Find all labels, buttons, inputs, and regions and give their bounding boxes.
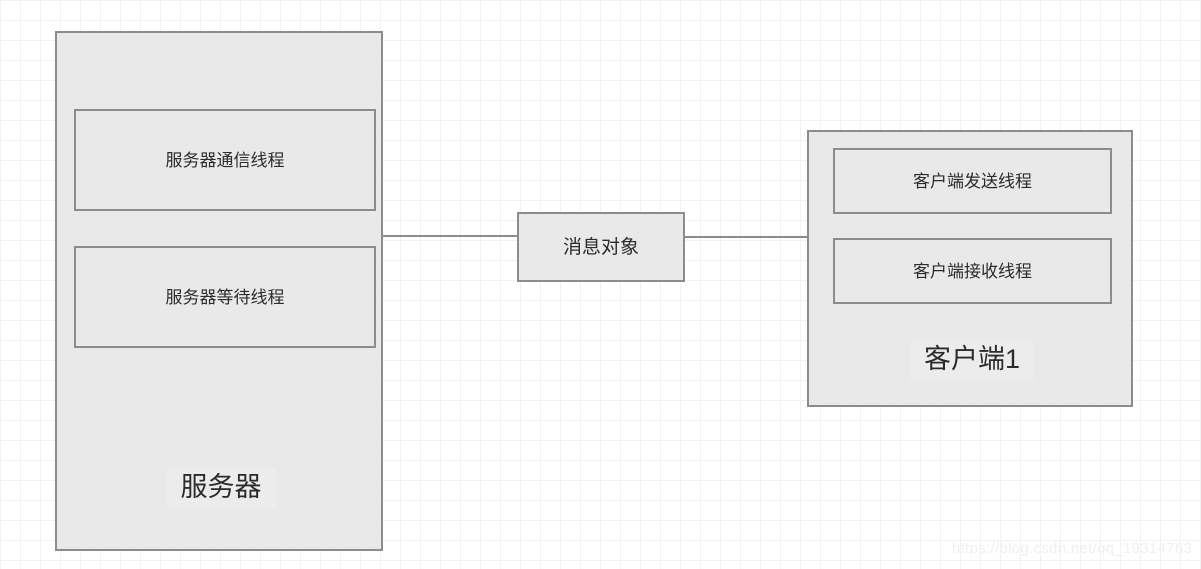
client-thread-box-2[interactable]: 客户端接收线程 bbox=[833, 238, 1112, 304]
edge-message-to-client bbox=[685, 236, 808, 238]
server-title: 服务器 bbox=[166, 467, 276, 509]
server-thread-label-1: 服务器通信线程 bbox=[165, 150, 285, 170]
server-thread-box-2[interactable]: 服务器等待线程 bbox=[74, 246, 376, 348]
message-object-node[interactable]: 消息对象 bbox=[517, 212, 685, 282]
watermark-text: https://blog.csdn.net/qq_19314763 bbox=[952, 540, 1193, 557]
client-thread-box-1[interactable]: 客户端发送线程 bbox=[833, 148, 1112, 214]
client-thread-label-2: 客户端接收线程 bbox=[913, 261, 1032, 281]
client-title-wrap: 客户端1 bbox=[809, 332, 1135, 388]
message-object-label: 消息对象 bbox=[562, 236, 639, 258]
server-node[interactable]: 服务器通信线程 服务器等待线程 服务器 bbox=[55, 31, 383, 551]
client-node[interactable]: 客户端发送线程 客户端接收线程 客户端1 bbox=[807, 130, 1133, 407]
server-title-wrap: 服务器 bbox=[57, 458, 385, 518]
edge-server-to-message bbox=[383, 235, 518, 237]
server-thread-label-2: 服务器等待线程 bbox=[165, 287, 285, 307]
client-thread-label-1: 客户端发送线程 bbox=[913, 171, 1032, 191]
server-thread-box-1[interactable]: 服务器通信线程 bbox=[74, 109, 376, 211]
client-title: 客户端1 bbox=[909, 339, 1035, 381]
